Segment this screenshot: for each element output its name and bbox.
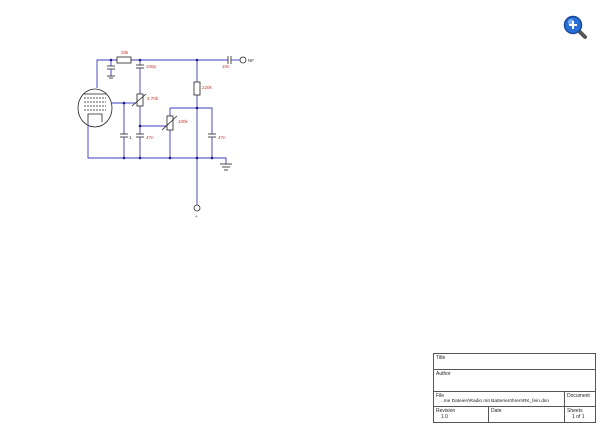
- junction-dots: [109, 58, 214, 160]
- revision-row: Revision 1.0 Date Sheets 1 of 1: [434, 407, 595, 422]
- vacuum-tube-symbol: [77, 88, 113, 128]
- document-label: Document: [567, 393, 590, 399]
- capacitor-c-filter[interactable]: [107, 65, 115, 79]
- title-block: Title Author File ..me Dateien\Radio mit…: [433, 353, 596, 423]
- revision-label: Revision: [436, 408, 456, 414]
- file-label: File: [436, 393, 445, 399]
- capacitor-c-left[interactable]: 1: [120, 133, 132, 140]
- pot2-label: 100k: [178, 119, 189, 124]
- date-label: Date: [491, 408, 502, 414]
- c-right-label: 47n: [218, 135, 226, 140]
- c-mid-label: 47n: [146, 135, 154, 140]
- r-plate-label: 220k: [202, 85, 213, 90]
- r-top-label: 33k: [121, 50, 129, 55]
- capacitor-c-top[interactable]: 100p: [136, 64, 157, 74]
- file-row: File ..me Dateien\Radio mit Batterieröhr…: [434, 392, 595, 407]
- wires: [87, 59, 240, 205]
- c-coupling-label: 10n: [222, 64, 230, 69]
- ground-symbol: [220, 163, 232, 171]
- potentiometer-2[interactable]: 100k: [161, 115, 189, 131]
- output-terminal-nf[interactable]: NF: [239, 56, 254, 64]
- potentiometer-1[interactable]: 4.70k: [131, 93, 159, 107]
- revision-value: 1.0: [441, 414, 448, 420]
- zoom-in-icon[interactable]: [562, 14, 588, 40]
- bottom-terminal[interactable]: +: [193, 204, 201, 219]
- c-left-label: 1: [129, 135, 132, 140]
- pot1-label: 4.70k: [147, 96, 159, 101]
- resistor-r-top[interactable]: 33k: [116, 50, 132, 64]
- sheets-label: Sheets: [567, 408, 583, 414]
- capacitor-c-right[interactable]: 47n: [208, 133, 226, 140]
- title-row: Title: [434, 354, 595, 370]
- out-label: NF: [248, 58, 254, 63]
- bottom-pin-label: +: [195, 214, 198, 219]
- author-row: Author: [434, 370, 595, 392]
- c-top-label: 100p: [146, 64, 157, 69]
- sheets-value: 1 of 1: [572, 414, 585, 420]
- file-value: ..me Dateien\Radio mit Batterieröhren\RK…: [441, 399, 549, 404]
- resistor-r-plate[interactable]: 220k: [193, 81, 213, 96]
- capacitor-c-mid[interactable]: 47n: [136, 133, 154, 140]
- capacitor-coupling[interactable]: 10n: [222, 56, 234, 69]
- title-label: Title: [436, 355, 446, 361]
- author-label: Author: [436, 371, 451, 377]
